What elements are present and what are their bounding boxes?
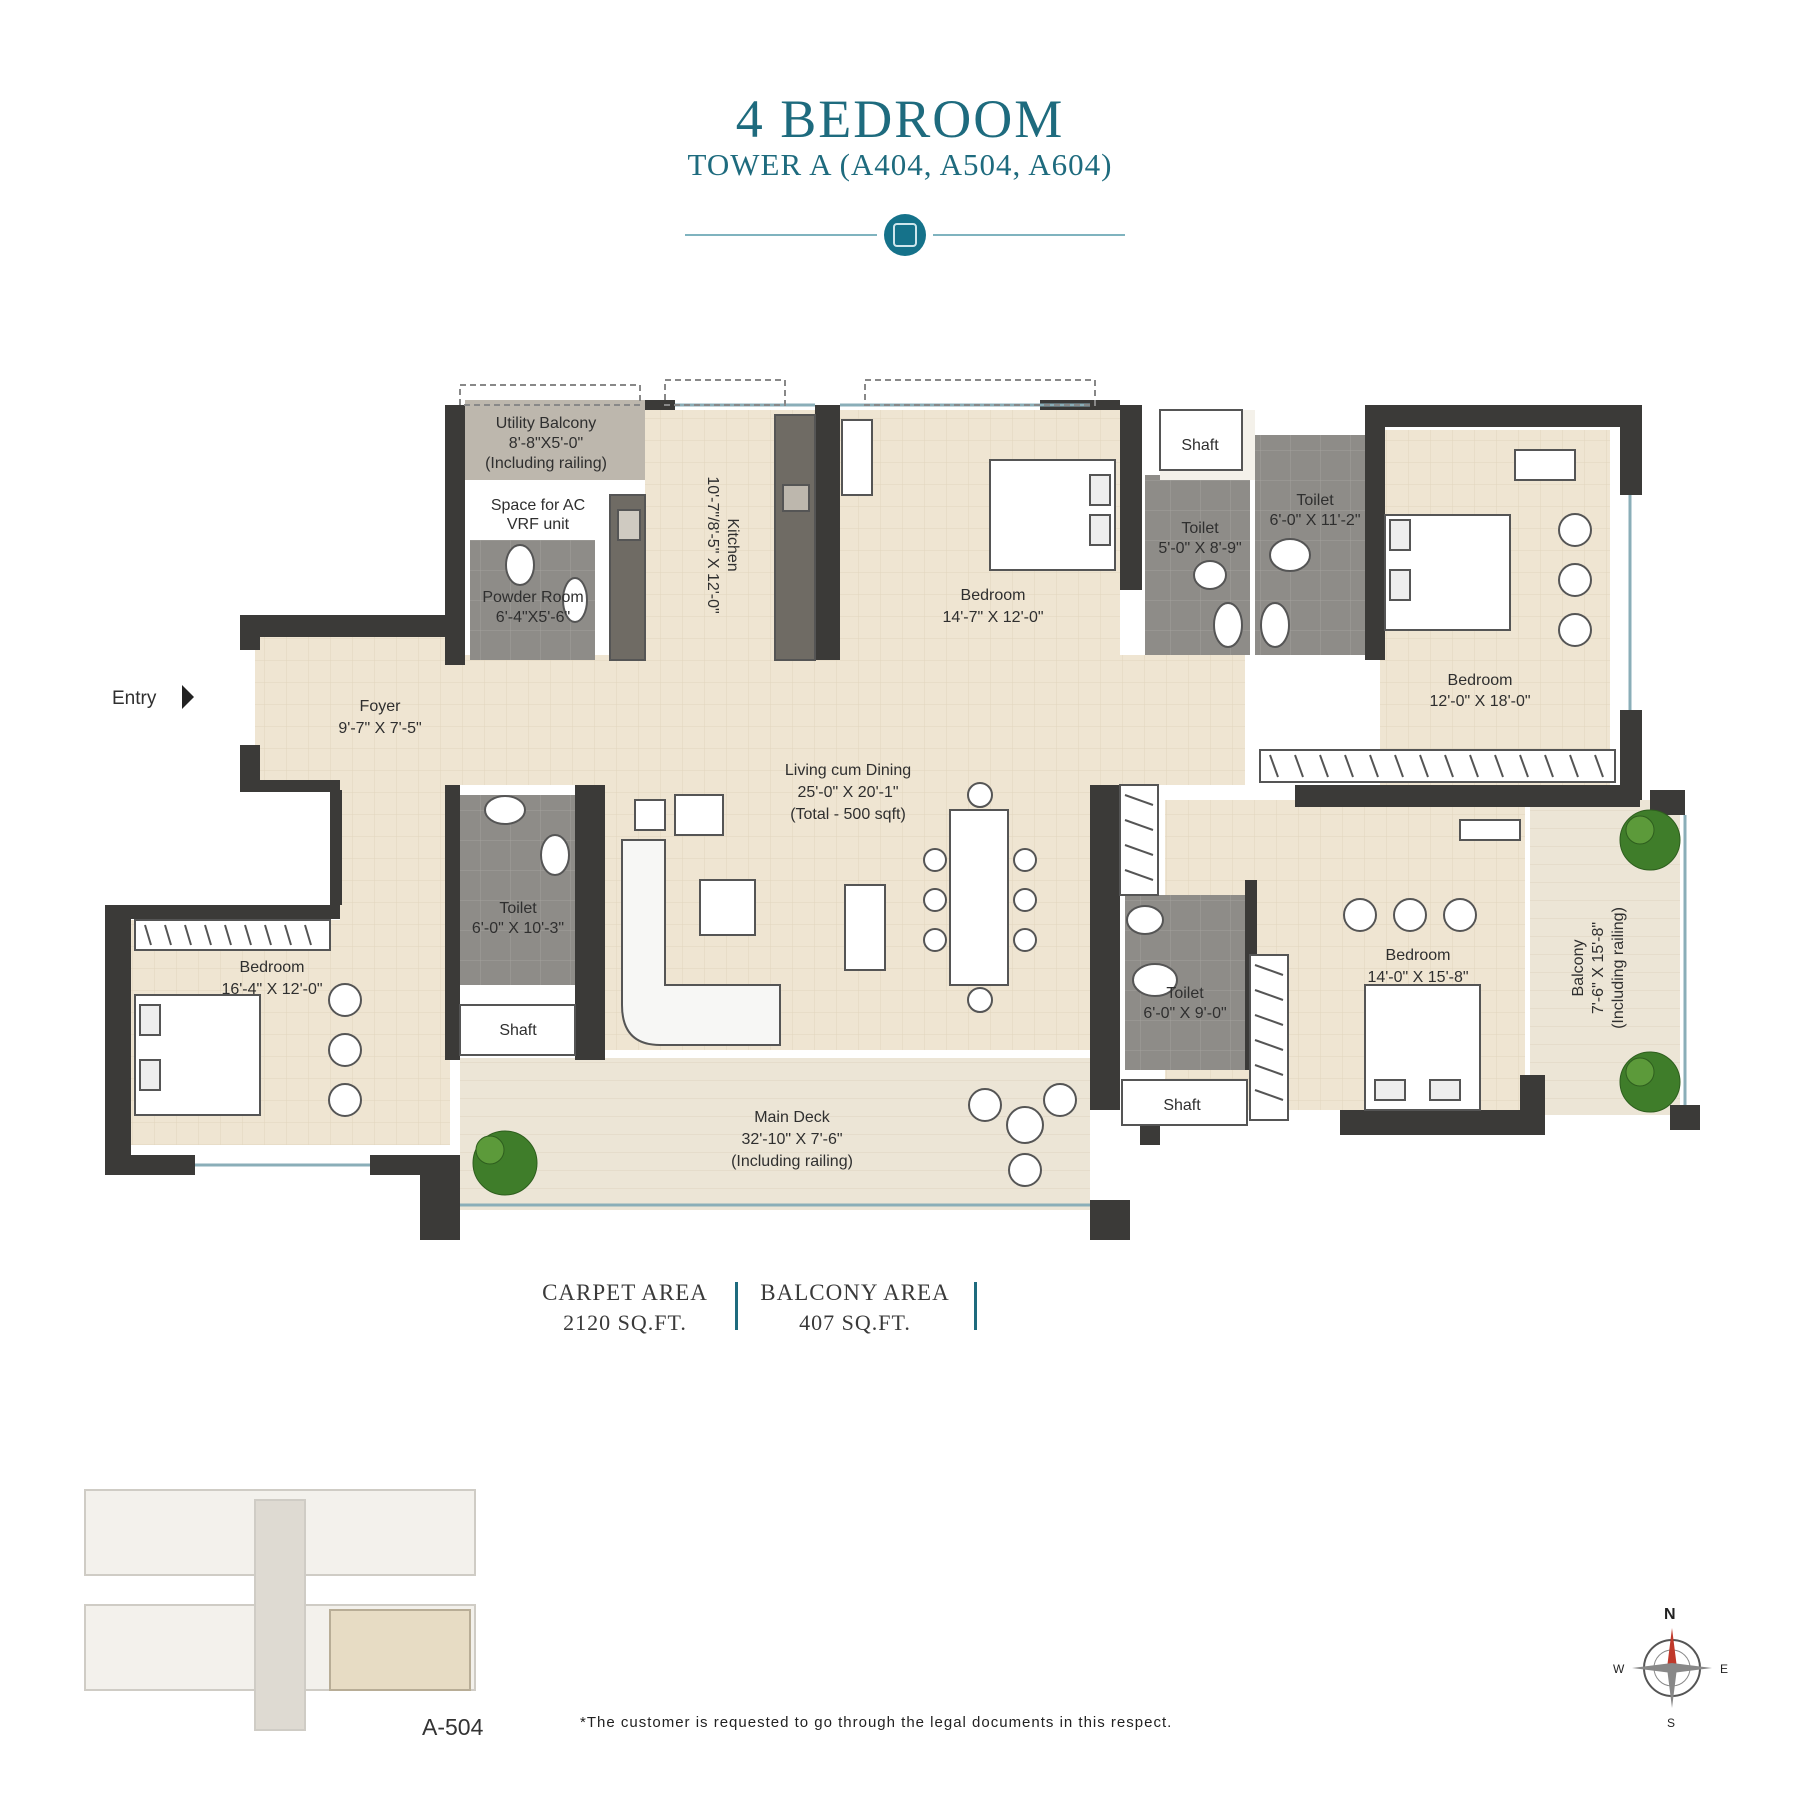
- carpet-area-value: 2120 SQ.FT.: [563, 1310, 687, 1335]
- bedroom-chairs: [328, 449, 1592, 1117]
- toilet-top-left-name: Toilet: [1181, 520, 1219, 537]
- utility-floor: [465, 400, 645, 480]
- kitchen-name: Kitchen: [724, 518, 741, 571]
- corridor-left-floor: [340, 790, 450, 950]
- shaft-center-name: Shaft: [499, 1022, 537, 1039]
- key-plan: [84, 1489, 476, 1731]
- shaft-top-name: Shaft: [1181, 437, 1219, 454]
- page-subtitle: TOWER A (A404, A504, A604): [687, 147, 1113, 182]
- balcony-note: (Including railing): [1610, 907, 1627, 1029]
- toilet-center-size: 6'-0" X 10'-3": [472, 920, 564, 937]
- shaft-lower-right-name: Shaft: [1163, 1097, 1201, 1114]
- shafts: [459, 409, 1248, 1126]
- compass-icon: [1632, 1628, 1712, 1708]
- balcony-name: Balcony: [1570, 940, 1587, 997]
- bay-outlines: [459, 379, 1096, 406]
- toilet-top-left-size: 5'-0" X 8'-9": [1158, 540, 1241, 557]
- bedroom-top-size: 14'-7" X 12'-0": [942, 609, 1043, 626]
- living-note: (Total - 500 sqft): [790, 806, 906, 823]
- carpet-area-label: CARPET AREA: [542, 1280, 708, 1305]
- powder-room-size: 6'-4"X5'-6": [496, 609, 570, 626]
- main-deck-name: Main Deck: [754, 1109, 831, 1126]
- bedroom-top-name: Bedroom: [961, 587, 1026, 604]
- wardrobes: [134, 419, 1616, 1121]
- toilet-lower-right-size: 6'-0" X 9'-0": [1143, 1005, 1226, 1022]
- bedroom-left-size: 16'-4" X 12'-0": [221, 981, 322, 998]
- compass-east-label: E: [1720, 1662, 1729, 1676]
- foyer-name: Foyer: [360, 698, 402, 715]
- balcony-area-label: BALCONY AREA: [760, 1280, 950, 1305]
- bedroom-left-name: Bedroom: [240, 959, 305, 976]
- area-separator-2: [974, 1282, 977, 1330]
- sanitary-fixtures: [484, 538, 1311, 997]
- emblem-icon: [884, 214, 926, 256]
- foyer-size: 9'-7" X 7'-5": [338, 720, 421, 737]
- divider-left: [685, 234, 877, 236]
- balcony-size: 7'-6" X 15'-8": [1590, 922, 1607, 1014]
- compass-north-label: N: [1664, 1606, 1676, 1623]
- toilet-center-name: Toilet: [499, 900, 537, 917]
- living-furniture: [621, 782, 1037, 1046]
- toilet-top-right-size: 6'-0" X 11'-2": [1270, 512, 1361, 529]
- beds: [134, 459, 1511, 1116]
- walls: [105, 400, 1700, 1240]
- disclaimer: *The customer is requested to go through…: [580, 1714, 1173, 1731]
- bedroom-lower-right-size: 14'-0" X 15'-8": [1367, 969, 1468, 986]
- main-deck-note: (Including railing): [731, 1153, 853, 1170]
- living-floor: [445, 655, 1245, 785]
- bedroom-right-size: 12'-0" X 18'-0": [1429, 693, 1530, 710]
- divider-right: [933, 234, 1125, 236]
- entry-arrow-icon: [182, 685, 194, 709]
- room-labels: Utility Balcony 8'-8"X5'-0" (Including r…: [221, 415, 1627, 1170]
- powder-room-name: Powder Room: [482, 589, 583, 606]
- balcony-area: BALCONY AREA 407 SQ.FT.: [755, 1280, 955, 1336]
- bedroom-right-name: Bedroom: [1448, 672, 1513, 689]
- utility-balcony-size: 8'-8"X5'-0": [509, 435, 583, 452]
- foyer-floor: [255, 637, 445, 792]
- deck-floor: [460, 1058, 1090, 1210]
- balcony-area-value: 407 SQ.FT.: [799, 1310, 911, 1335]
- wardrobe-hatching: [144, 754, 1604, 1101]
- compass-south-label: S: [1667, 1716, 1676, 1730]
- entry-label: Entry: [112, 688, 157, 709]
- living-name: Living cum Dining: [785, 762, 911, 779]
- key-plan-label: A-504: [422, 1714, 484, 1740]
- toilet-top-right-name: Toilet: [1296, 492, 1334, 509]
- windows: [195, 403, 1687, 1207]
- bedroom-lower-right-name: Bedroom: [1386, 947, 1451, 964]
- page-title: 4 BEDROOM: [735, 89, 1065, 149]
- carpet-area: CARPET AREA 2120 SQ.FT.: [530, 1280, 720, 1336]
- ac-space-line1: Space for AC: [491, 497, 585, 514]
- ac-space-line2: VRF unit: [507, 516, 570, 533]
- kitchen-size: 10'-7"/8'-5" X 12'-0": [704, 476, 721, 613]
- utility-balcony-name: Utility Balcony: [496, 415, 596, 432]
- area-separator-1: [735, 1282, 738, 1330]
- utility-balcony-note: (Including railing): [485, 455, 607, 472]
- main-deck-size: 32'-10" X 7'-6": [741, 1131, 842, 1148]
- deck-furniture: [968, 1083, 1077, 1187]
- living-size: 25'-0" X 20'-1": [797, 784, 898, 801]
- plants: [472, 809, 1681, 1196]
- toilet-lower-right-name: Toilet: [1166, 985, 1204, 1002]
- compass-west-label: W: [1613, 1662, 1625, 1676]
- kitchen-counters: [609, 414, 816, 661]
